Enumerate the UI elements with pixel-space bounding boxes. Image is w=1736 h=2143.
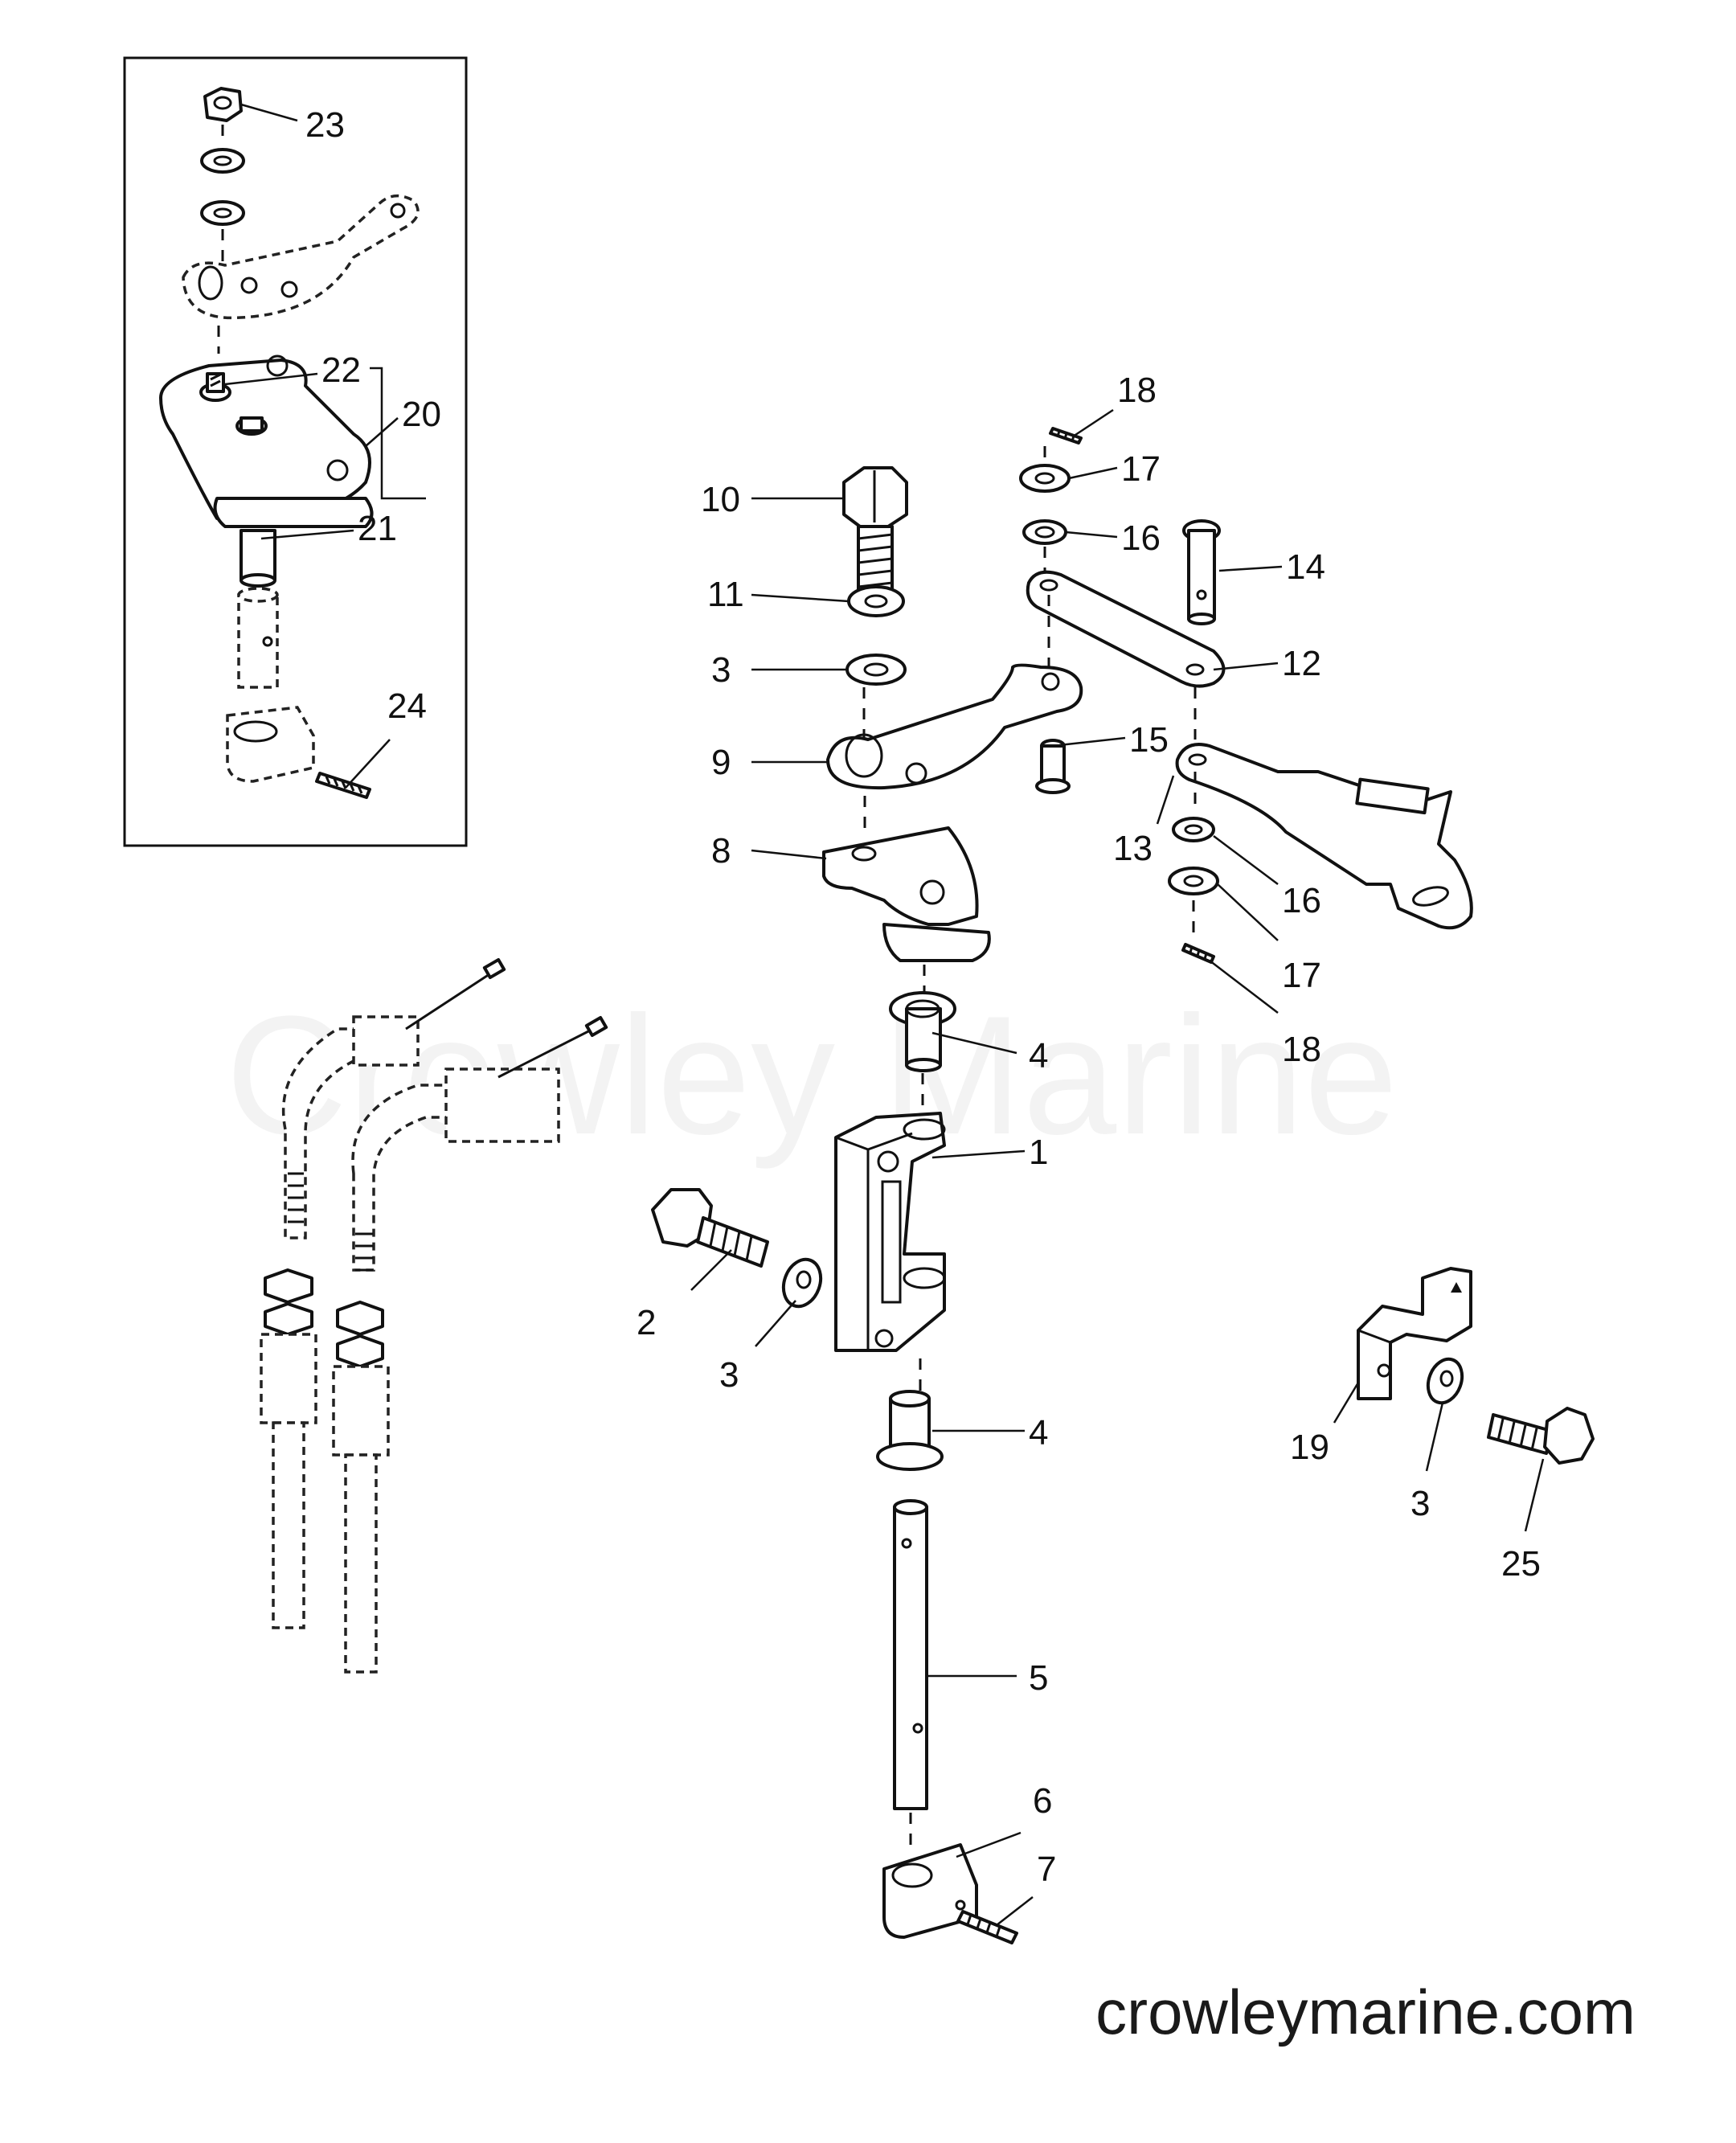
- callout-6: 6: [1033, 1781, 1052, 1821]
- callout-13: 13: [1113, 829, 1153, 868]
- part-11-lockwasher: [847, 585, 905, 617]
- part-15-pin: [1035, 739, 1071, 794]
- callout-17-upper: 17: [1121, 449, 1161, 489]
- callout-24: 24: [387, 686, 427, 726]
- callout-16-lower: 16: [1282, 881, 1321, 920]
- callout-21: 21: [358, 509, 397, 548]
- callout-18-upper: 18: [1117, 371, 1157, 410]
- callout-19: 19: [1290, 1428, 1329, 1467]
- part-1-bracket: [834, 1112, 946, 1352]
- callout-15: 15: [1129, 720, 1169, 760]
- footer-url: crowleymarine.com: [1095, 1977, 1636, 2047]
- part-19-bracket: [1357, 1267, 1472, 1400]
- inset-clamp: [226, 706, 315, 783]
- callout-17-lower: 17: [1282, 956, 1321, 995]
- part-4-bushing-upper: [889, 991, 956, 1072]
- part-3-washer-right: [1426, 1357, 1464, 1405]
- inset-washer-1: [200, 148, 245, 174]
- callout-3-mid: 3: [719, 1355, 739, 1395]
- part-12-link: [1026, 570, 1226, 688]
- watermark: Crowley Marine: [226, 981, 1398, 1170]
- callout-10: 10: [701, 480, 740, 519]
- part-16-washer-upper: [1022, 519, 1067, 545]
- callout-1: 1: [1029, 1133, 1048, 1172]
- part-16-washer-lower: [1172, 817, 1215, 842]
- part-5-shaft: [893, 1499, 928, 1810]
- callout-22: 22: [321, 350, 361, 390]
- part-3-washer-upper: [845, 654, 907, 686]
- inset-box: [123, 56, 468, 847]
- part-7-pin: [956, 1910, 1018, 1944]
- callout-16-upper: 16: [1121, 518, 1161, 558]
- callout-18-lower: 18: [1282, 1030, 1321, 1069]
- part-14-clevis-pin: [1182, 519, 1221, 625]
- part-10-bolt: [842, 466, 908, 600]
- callout-3-upper: 3: [711, 650, 731, 690]
- callout-20: 20: [402, 395, 441, 434]
- leader-lines: [690, 408, 1545, 1926]
- part-3-washer-mid: [781, 1257, 823, 1309]
- part-18-cotter-pin-upper: [1049, 427, 1083, 445]
- part-23-nut: [203, 87, 243, 141]
- part-8-cam: [822, 826, 991, 962]
- part-24-pin: [315, 772, 371, 799]
- part-17-washer-upper: [1019, 464, 1071, 493]
- callout-labels: 23 22 20 21 24 18 17 16 14 12 15 13 16 1…: [305, 105, 1541, 1889]
- callout-14: 14: [1286, 547, 1325, 587]
- callout-5: 5: [1029, 1658, 1048, 1698]
- part-25-bolt: [1487, 1407, 1595, 1465]
- part-17-washer-lower: [1168, 867, 1219, 895]
- cable-assembly: [260, 957, 608, 1674]
- callout-8: 8: [711, 831, 731, 871]
- callout-2: 2: [637, 1303, 656, 1342]
- callout-12: 12: [1282, 644, 1321, 683]
- callout-25: 25: [1501, 1544, 1541, 1584]
- part-2-bolt: [651, 1188, 769, 1268]
- callout-3-right: 3: [1410, 1484, 1430, 1523]
- part-4-bushing-lower: [876, 1390, 944, 1471]
- callout-4-lower: 4: [1029, 1413, 1048, 1453]
- callout-4-upper: 4: [1029, 1036, 1048, 1076]
- part-13-lever: [1175, 743, 1473, 930]
- inset-washer-2: [200, 200, 245, 226]
- callout-7: 7: [1037, 1850, 1056, 1889]
- callout-9: 9: [711, 743, 731, 782]
- part-18-cotter-pin-lower: [1181, 943, 1215, 964]
- inset-frame: [123, 56, 468, 847]
- callout-23: 23: [305, 105, 345, 145]
- part-9-arm: [826, 663, 1083, 790]
- callout-11: 11: [707, 575, 744, 614]
- part-6-clamp: [882, 1843, 978, 1939]
- part-20-cam-assembly: [159, 354, 374, 528]
